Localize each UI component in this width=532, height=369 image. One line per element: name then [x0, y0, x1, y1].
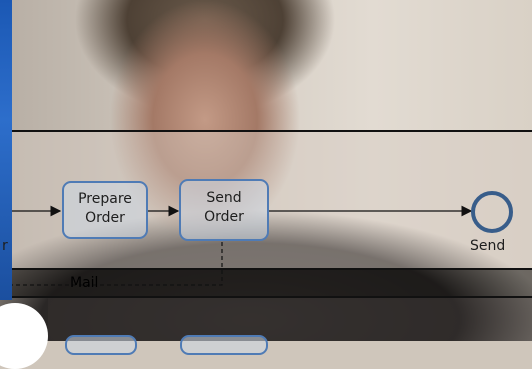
message-flow	[12, 242, 223, 286]
task-prepare-order-line1: Prepare	[78, 191, 132, 207]
task-prepare-order[interactable]: Prepare Order	[62, 181, 148, 239]
bottom-band	[48, 298, 532, 341]
lane-bottom-border	[12, 268, 532, 270]
lower-task-partial-2	[180, 335, 268, 355]
left-fragment-label: r	[2, 238, 8, 254]
band-bottom-border	[12, 296, 532, 298]
connectors	[12, 205, 473, 286]
message-band	[12, 268, 532, 298]
task-send-order-line1: Send	[206, 190, 242, 206]
message-flow-label: Mail	[70, 275, 99, 291]
blue-edge-strip	[0, 0, 12, 300]
end-event-circle[interactable]	[471, 191, 513, 233]
end-event-label: Send	[470, 238, 506, 254]
task-send-order-line2: Order	[204, 209, 244, 225]
task-prepare-order-line2: Order	[85, 210, 125, 226]
lane-top-border	[12, 130, 532, 132]
task-send-order[interactable]: Send Order	[179, 179, 269, 241]
lower-task-partial-1	[65, 335, 137, 355]
